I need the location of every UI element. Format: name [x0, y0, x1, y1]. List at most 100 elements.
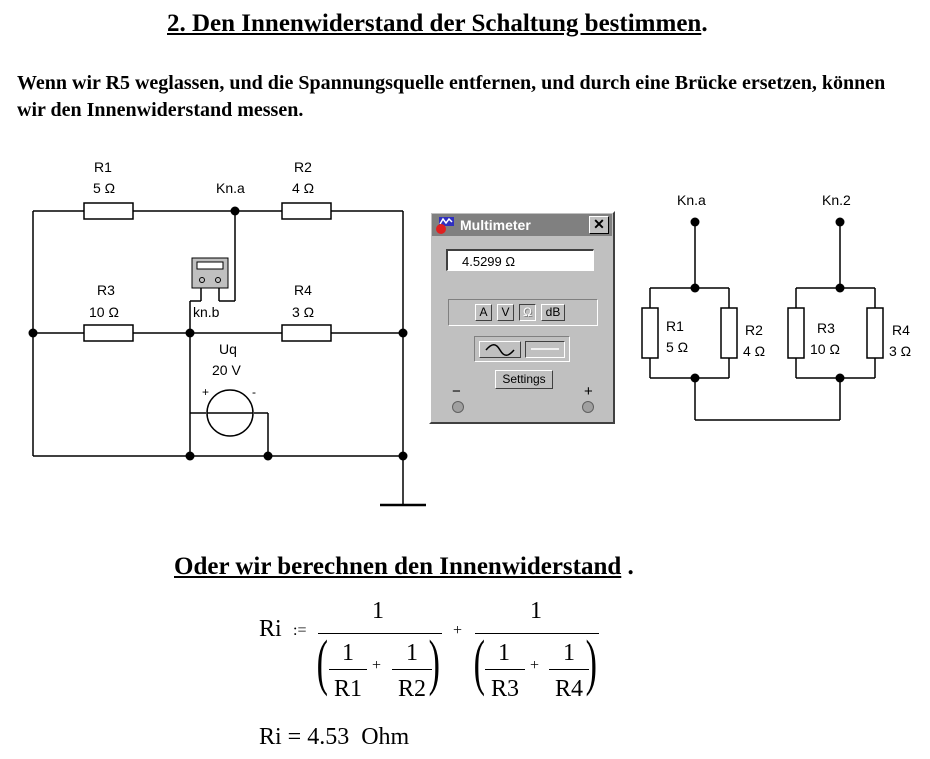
multimeter-titlebar[interactable]: Multimeter ✕ [432, 214, 612, 236]
calc-heading: Oder wir berechnen den Innenwiderstand . [174, 553, 634, 581]
junction-dot [398, 328, 408, 338]
terminal-dot [835, 217, 845, 227]
fraction-1-numerator: 1 [372, 598, 384, 624]
inner-bar [485, 669, 525, 670]
terminal-dot [690, 217, 700, 227]
page-title-text: 2. Den Innenwiderstand der Schaltung bes… [167, 10, 702, 37]
r2-value: 4 Ω [292, 180, 314, 196]
ac-button[interactable] [479, 341, 521, 358]
resistor-r2 [281, 202, 332, 220]
r1-value: 5 Ω [93, 180, 115, 196]
multimeter-title: Multimeter [460, 217, 531, 233]
resistor-r4 [281, 324, 332, 342]
source-plus: + [202, 385, 209, 399]
voltage-source-icon [206, 389, 254, 437]
mode-ohm-button[interactable]: Ω [519, 304, 536, 321]
page-title-period: . [701, 10, 708, 37]
r3-value: 10 Ω [89, 304, 119, 320]
r1-label: R1 [94, 159, 112, 175]
eq-resistor-r3 [787, 307, 805, 359]
inner-plus: + [372, 657, 382, 674]
mode-ampere-button[interactable]: A [475, 304, 492, 321]
inner-numerator: 1 [563, 640, 575, 666]
source-value: 20 V [212, 362, 241, 378]
intro-paragraph: Wenn wir R5 weglassen, und die Spannungs… [17, 72, 886, 121]
eq-r3-value: 10 Ω [810, 341, 840, 357]
calc-heading-period: . [621, 553, 634, 580]
mode-volt-button[interactable]: V [497, 304, 514, 321]
junction-dot [185, 328, 195, 338]
ac-dc-buttons [474, 336, 570, 362]
eq-r2-label: R2 [745, 322, 763, 338]
multimeter-reading: 4.5299 Ω [446, 249, 594, 271]
r4-label: R4 [294, 282, 312, 298]
page-title: 2. Den Innenwiderstand der Schaltung bes… [167, 10, 708, 38]
multimeter-window[interactable]: Multimeter ✕ 4.5299 Ω A V Ω dB Settings … [429, 211, 615, 424]
resistor-r1 [83, 202, 134, 220]
eq-resistor-r4 [866, 307, 884, 359]
paren-close: ) [585, 629, 598, 697]
junction-dot [835, 283, 845, 293]
eq-r3-label: R3 [817, 320, 835, 336]
eq-resistor-r1 [641, 307, 659, 359]
formula-plus: + [453, 622, 463, 639]
inner-bar [392, 669, 432, 670]
inner-plus: + [530, 657, 540, 674]
minus-terminal-label: − [452, 383, 461, 400]
mode-buttons: A V Ω dB [448, 299, 598, 326]
eq-node-2-label: Kn.2 [822, 192, 851, 208]
settings-button[interactable]: Settings [495, 370, 553, 389]
inner-bar [549, 669, 589, 670]
eq-node-a-label: Kn.a [677, 192, 706, 208]
formula-result: Ri = 4.53 Ohm [259, 724, 410, 750]
inner-denominator-r4: R4 [554, 676, 583, 702]
close-button[interactable]: ✕ [589, 216, 609, 234]
inner-denominator-r3: R3 [490, 676, 519, 702]
fraction-2-bar [475, 633, 599, 634]
node-b-label: kn.b [193, 304, 220, 320]
plus-terminal[interactable] [582, 401, 594, 413]
mode-db-button[interactable]: dB [541, 304, 565, 321]
fraction-2-numerator: 1 [530, 598, 542, 624]
dc-button[interactable] [525, 341, 565, 358]
formula-assign: := [293, 622, 307, 639]
meter-icon [191, 257, 229, 289]
inner-numerator: 1 [342, 640, 354, 666]
r3-label: R3 [97, 282, 115, 298]
eq-r4-label: R4 [892, 322, 910, 338]
junction-dot [398, 451, 408, 461]
dc-line-icon [531, 348, 559, 350]
eq-resistor-r2 [720, 307, 738, 359]
minus-terminal[interactable] [452, 401, 464, 413]
eq-r1-value: 5 Ω [666, 339, 688, 355]
junction-dot [835, 373, 845, 383]
junction-dot [690, 283, 700, 293]
r4-value: 3 Ω [292, 304, 314, 320]
junction-dot [230, 206, 240, 216]
calc-heading-text: Oder wir berechnen den Innenwiderstand [174, 553, 622, 580]
paren-open: ( [316, 629, 329, 697]
inner-denominator-r1: R1 [333, 676, 362, 702]
paren-close: ) [428, 629, 441, 697]
sine-wave-icon [485, 344, 515, 356]
eq-r4-value: 3 Ω [889, 343, 911, 359]
fraction-1-bar [318, 633, 442, 634]
equivalent-circuit: Kn.a Kn.2 R1 5 Ω R2 4 Ω R3 10 Ω R4 3 Ω [641, 192, 911, 421]
junction-dot [263, 451, 273, 461]
source-minus: - [252, 385, 256, 399]
formula: Ri := 1 ( ) 1 R1 + 1 R2 + 1 ( ) 1 R3 + 1… [0, 590, 930, 759]
resistor-r3 [83, 324, 134, 342]
source-label: Uq [219, 341, 237, 357]
eq-r2-value: 4 Ω [743, 343, 765, 359]
eq-r1-label: R1 [666, 318, 684, 334]
r2-label: R2 [294, 159, 312, 175]
junction-dot [690, 373, 700, 383]
junction-dot [28, 328, 38, 338]
plus-terminal-label: + [584, 383, 593, 400]
inner-numerator: 1 [406, 640, 418, 666]
formula-lhs: Ri [259, 616, 282, 642]
inner-bar [329, 669, 367, 670]
junction-dot [185, 451, 195, 461]
paren-open: ( [473, 629, 486, 697]
circuit-diagram: R1 5 Ω R2 4 Ω Kn.a R3 10 Ω R4 3 Ω kn.b U… [28, 159, 426, 507]
